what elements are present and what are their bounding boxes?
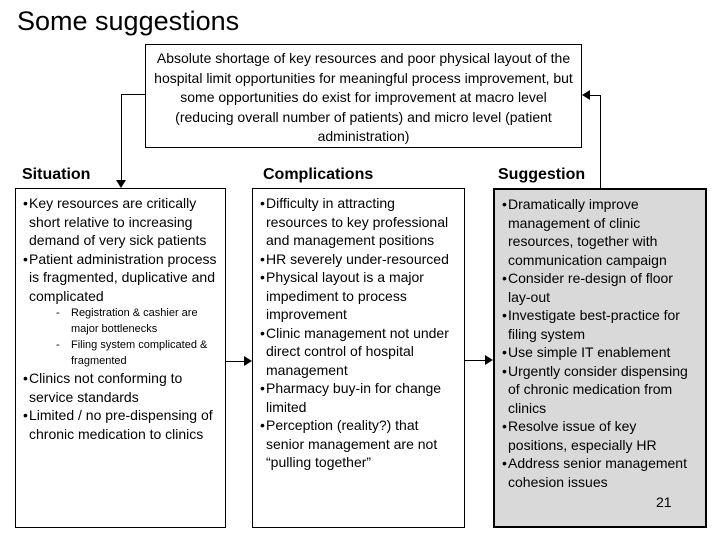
bullet-item: Investigate best-practice for filing sys… bbox=[502, 306, 698, 343]
connector-summary-to-situation-hline bbox=[121, 94, 146, 95]
arrow-complications-to-suggestion-line bbox=[465, 360, 486, 361]
arrow-right-icon bbox=[244, 356, 252, 366]
arrow-down-icon bbox=[116, 180, 126, 188]
bullet-item: Urgently consider dispensing of chronic … bbox=[502, 362, 698, 418]
bullet-item: Patient administration process is fragme… bbox=[23, 250, 218, 306]
arrow-right-icon bbox=[485, 355, 493, 365]
bullet-item: HR severely under-resourced bbox=[260, 250, 457, 269]
column-header-situation: Situation bbox=[22, 166, 91, 183]
bullet-item: Perception (reality?) that senior manage… bbox=[260, 416, 457, 472]
summary-text: Absolute shortage of key resources and p… bbox=[154, 50, 573, 144]
complications-box: Difficulty in attracting resources to ke… bbox=[252, 188, 465, 528]
bullet-item: Pharmacy buy-in for change limited bbox=[260, 379, 457, 416]
bullet-item: Clinic management not under direct contr… bbox=[260, 324, 457, 380]
bullet-item: Resolve issue of key positions, especial… bbox=[502, 417, 698, 454]
page-number: 21 bbox=[656, 494, 672, 510]
situation-box: Key resources are critically short relat… bbox=[15, 188, 226, 528]
connector-summary-to-situation-vline bbox=[121, 94, 122, 181]
summary-box: Absolute shortage of key resources and p… bbox=[145, 44, 582, 148]
connector-suggestion-to-summary-hline bbox=[589, 95, 601, 96]
slide-title: Some suggestions bbox=[17, 6, 240, 36]
bullet-item: Difficulty in attracting resources to ke… bbox=[260, 194, 457, 250]
bullet-item: Address senior management cohesion issue… bbox=[502, 454, 698, 491]
bullet-item: Consider re-design of floor lay-out bbox=[502, 269, 698, 306]
column-header-complications: Complications bbox=[263, 166, 374, 183]
bullet-item: Dramatically improve management of clini… bbox=[502, 195, 698, 269]
bullet-item: Physical layout is a major impediment to… bbox=[260, 268, 457, 324]
bullet-item: Key resources are critically short relat… bbox=[23, 194, 218, 250]
connector-suggestion-to-summary-vline bbox=[600, 95, 601, 188]
bullet-item: Clinics not conforming to service standa… bbox=[23, 369, 218, 406]
column-header-suggestion: Suggestion bbox=[498, 166, 586, 183]
arrow-left-icon bbox=[582, 90, 590, 100]
sub-bullet-item: Registration & cashier are major bottlen… bbox=[56, 305, 218, 337]
suggestion-box: Dramatically improve management of clini… bbox=[493, 188, 707, 528]
bullet-item: Limited / no pre-dispensing of chronic m… bbox=[23, 406, 218, 443]
arrow-situation-to-complications-line bbox=[226, 361, 246, 362]
sub-bullet-item: Filing system complicated & fragmented bbox=[56, 337, 218, 369]
bullet-item: Use simple IT enablement bbox=[502, 343, 698, 362]
